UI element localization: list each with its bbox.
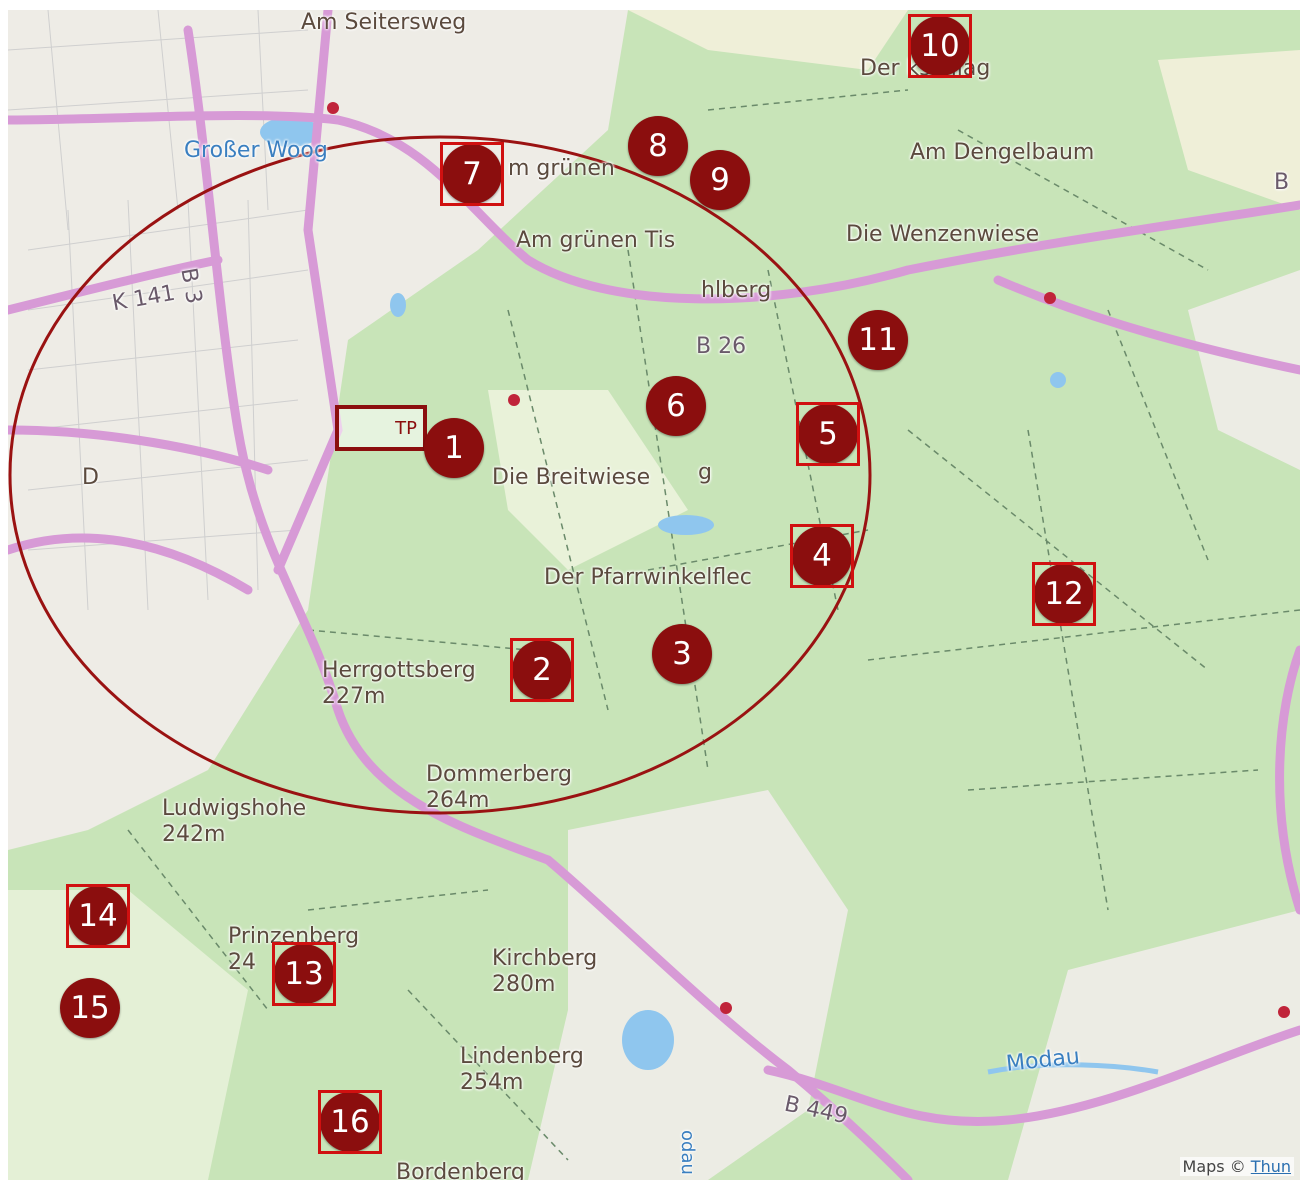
map-marker-12[interactable]: 12 xyxy=(1032,562,1096,626)
label-ludwigshoehe-name: Ludwigshohe xyxy=(162,796,307,821)
label-dommerberg-name: Dommerberg xyxy=(426,762,572,787)
label-bordenberg: Bordenberg xyxy=(396,1160,525,1180)
label-b-edge: B xyxy=(1274,170,1290,195)
label-dommerberg-alt: 264m xyxy=(426,788,490,813)
label-herrgottsberg-alt: 227m xyxy=(322,684,386,709)
map-marker-3[interactable]: 3 xyxy=(652,624,712,684)
map-marker-1[interactable]: 1 xyxy=(424,418,484,478)
map-marker-4[interactable]: 4 xyxy=(790,524,854,588)
map-marker-label: 1 xyxy=(444,430,464,466)
map-marker-6[interactable]: 6 xyxy=(646,376,706,436)
map-marker-label: 3 xyxy=(672,636,692,672)
label-der-pfarrwinkelflec: Der Pfarrwinkelflec xyxy=(544,565,752,590)
map-marker-15[interactable]: 15 xyxy=(60,978,120,1038)
map-marker-label: 4 xyxy=(812,538,832,574)
label-am-gruenen-top: m grünen xyxy=(508,156,615,181)
map-attribution: Maps © Thun xyxy=(1179,1157,1294,1176)
map-marker-label: 15 xyxy=(70,990,110,1026)
label-ludwigshoehe-alt: 242m xyxy=(162,822,226,847)
label-b26: B 26 xyxy=(696,334,747,359)
map-marker-14[interactable]: 14 xyxy=(66,884,130,948)
label-lindenberg-alt: 254m xyxy=(460,1070,524,1095)
map-marker-label: 12 xyxy=(1044,576,1084,612)
label-die-breitwiese: Die Breitwiese xyxy=(492,465,651,490)
label-am-seitersweg: Am Seitersweg xyxy=(301,10,467,35)
label-grosser-woog: Großer Woog xyxy=(184,138,328,163)
label-g: g xyxy=(698,460,712,485)
label-ludwigshoehe: Ludwigshohe 242m xyxy=(162,796,306,848)
map-marker-16[interactable]: 16 xyxy=(318,1090,382,1154)
map-marker-7[interactable]: 7 xyxy=(440,142,504,206)
map-marker-label: 8 xyxy=(648,128,668,164)
map-marker-label: 16 xyxy=(330,1104,370,1140)
map-marker-8[interactable]: 8 xyxy=(628,116,688,176)
label-kirchberg-name: Kirchberg xyxy=(492,946,598,971)
map-basemap xyxy=(8,10,1300,1180)
label-herrgottsberg-name: Herrgottsberg xyxy=(322,658,476,683)
map-marker-label: 10 xyxy=(920,28,960,64)
trig-point-box[interactable]: TP xyxy=(335,405,427,451)
trig-point-label: TP xyxy=(395,417,417,439)
map-marker-label: 14 xyxy=(78,898,118,934)
label-prinzenberg-alt: 24 xyxy=(228,950,256,975)
map-marker-label: 13 xyxy=(284,956,324,992)
label-die-wenzenwiese: Die Wenzenwiese xyxy=(846,222,1040,247)
map-view[interactable]: Am Seitersweg Großer Woog m grünen Am gr… xyxy=(8,10,1300,1180)
label-kirchberg-alt: 280m xyxy=(492,972,556,997)
map-marker-label: 5 xyxy=(818,416,838,452)
label-lindenberg: Lindenberg 254m xyxy=(460,1044,584,1096)
map-marker-2[interactable]: 2 xyxy=(510,638,574,702)
map-marker-13[interactable]: 13 xyxy=(272,942,336,1006)
map-marker-5[interactable]: 5 xyxy=(796,402,860,466)
attribution-link[interactable]: Thun xyxy=(1250,1157,1291,1176)
attribution-prefix: Maps © xyxy=(1182,1157,1251,1176)
label-hlberg: hlberg xyxy=(701,278,772,303)
map-marker-label: 9 xyxy=(710,162,730,198)
map-marker-label: 2 xyxy=(532,652,552,688)
label-am-dengelbaum: Am Dengelbaum xyxy=(910,140,1095,165)
label-am-gruenen-tis: Am grünen Tis xyxy=(516,228,676,253)
map-marker-label: 11 xyxy=(858,322,898,358)
map-marker-11[interactable]: 11 xyxy=(848,310,908,370)
label-d: D xyxy=(82,465,99,490)
map-marker-10[interactable]: 10 xyxy=(908,14,972,78)
label-lindenberg-name: Lindenberg xyxy=(460,1044,584,1069)
label-kirchberg: Kirchberg 280m xyxy=(492,946,597,998)
map-marker-label: 6 xyxy=(666,388,686,424)
map-marker-label: 7 xyxy=(462,156,482,192)
label-herrgottsberg: Herrgottsberg 227m xyxy=(322,658,476,710)
label-dommerberg: Dommerberg 264m xyxy=(426,762,572,814)
map-marker-9[interactable]: 9 xyxy=(690,150,750,210)
label-modau-vertical: odau xyxy=(677,1130,698,1175)
